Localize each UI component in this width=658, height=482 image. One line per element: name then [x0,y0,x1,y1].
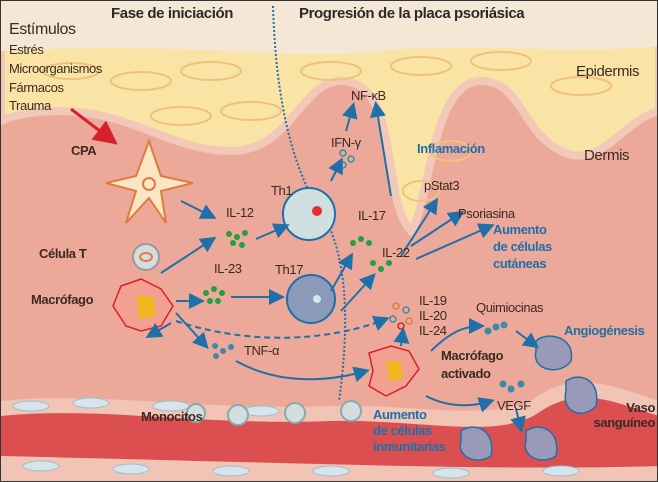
il17-label: IL-17 [358,208,386,223]
il19-label: IL-19 [419,293,447,308]
phase-divider [272,5,347,402]
il12-label: IL-12 [226,205,254,220]
progression-phase-heading: Progresión de la placa psoriásica [299,5,525,22]
apc-cell [105,138,194,224]
il23-label: IL-23 [214,261,242,276]
tnfa-label: TNF-α [244,343,280,358]
pstat3-label: pStat3 [424,178,460,193]
t-cell-label: Célula T [39,246,87,261]
initiation-phase-heading: Fase de iniciación [111,5,234,22]
signal-arrows [145,101,540,433]
epidermis-label: Epidermis [576,63,640,80]
il20-label: IL-20 [419,308,447,323]
stimuli-title: Estímulos [9,21,76,38]
t-cell [132,243,160,271]
nfkb-label: NF-κB [351,88,386,103]
macrophage-label: Macrófago [31,292,94,307]
cytokine-dots-blue [212,321,525,393]
vessel-label: Vaso sanguíneo [593,400,656,430]
il22-label: IL-22 [382,245,410,260]
stimulus-item: Fármacos [9,80,64,95]
skin-cells-label-1: Aumento [493,222,547,237]
chemokines-label: Quimiocinas [476,300,544,315]
th1-label: Th1 [271,183,293,198]
keratinocytes [42,51,612,202]
stimulus-item: Estrés [9,42,44,57]
epidermis-layer [1,1,657,238]
endothelial-cells [12,397,580,479]
vegf-label: VEGF [497,398,531,413]
stimulus-arrow [70,107,118,145]
stimulus-item: Trauma [9,98,51,113]
apc-label: CPA [71,143,97,158]
th1-cell [282,187,336,241]
th17-cell [286,274,336,324]
immune-cells-label-2: de células [373,423,432,438]
stratum-corneum [1,1,657,54]
immune-cells-label-1: Aumento [373,407,427,422]
th17-label: Th17 [275,262,304,277]
inflammation-label: Inflamación [417,141,485,156]
psoriasin-label: Psoriasina [458,206,515,221]
immune-cells-label-3: inmunitarias [373,439,446,454]
angiogenesis-cells [459,335,598,461]
monocyte-cells [186,400,362,426]
dashed-arrow [175,316,390,339]
dermis-label: Dermis [584,147,630,164]
skin-cells-label-2: de células [493,239,552,254]
blood-vessel [1,397,657,468]
skin-cells-label-3: cutáneas [493,256,547,271]
angiogenesis-label: Angiogénesis [564,323,645,338]
activated-macrophage-label-1: Macrófago [441,348,504,363]
ifng-label: IFN-γ [331,135,361,150]
activated-macrophage-label-2: activado [441,366,491,381]
monocytes-label: Monocitos [141,409,203,424]
il24-label: IL-24 [419,323,447,338]
cytokine-dots-green [203,230,392,304]
stimulus-item: Microorganismos [9,61,102,76]
